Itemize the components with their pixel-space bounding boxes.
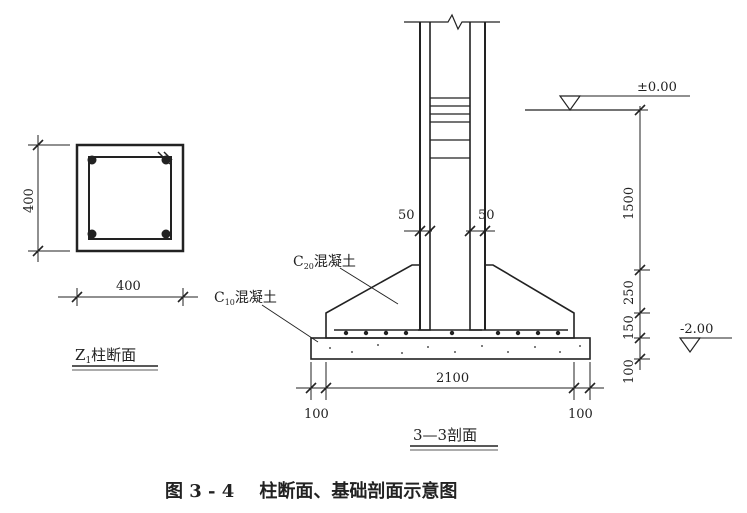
offset-dimension-right (464, 225, 495, 237)
elevation-dim-250: 250 (622, 280, 637, 305)
concrete-upper-main: C (293, 254, 304, 270)
concrete-upper-sub: 20 (304, 262, 314, 271)
offset-dimension-left (404, 225, 436, 237)
column-rebar-hook-left (418, 322, 431, 331)
foundation-section-title: 3—3剖面 (413, 426, 477, 444)
concrete-lower-main: C (214, 290, 225, 306)
column-outline (75, 143, 185, 253)
footing-outline (325, 264, 575, 339)
rebar-dots (343, 330, 561, 336)
column-width-label: 400 (116, 279, 141, 294)
concrete-lower-sub: 10 (225, 298, 235, 307)
offset-left-label: 50 (398, 208, 415, 223)
slab-hatch-dots (329, 344, 581, 354)
lean-concrete-slab (310, 337, 591, 360)
base-level-marker (678, 337, 732, 354)
left-edge-label: 100 (304, 407, 329, 422)
column-height-dimension (28, 135, 70, 262)
column-title-sub: 1 (85, 356, 91, 366)
elevation-dim-1500: 1500 (622, 187, 637, 220)
break-line (404, 13, 500, 31)
stirrup-hook (157, 151, 173, 165)
column-rebar (161, 229, 171, 239)
right-edge-label: 100 (568, 407, 593, 422)
column-rebar (87, 155, 97, 165)
ground-elevation-label: ±0.00 (637, 80, 677, 95)
concrete-upper-leader (339, 267, 399, 305)
ground-level-marker (525, 95, 690, 112)
elevation-dimension-chain (634, 104, 650, 370)
column-section-title: Z1柱断面 (75, 346, 136, 366)
elevation-dim-150: 150 (622, 315, 637, 340)
column-rebar-hook-right (469, 322, 482, 331)
concrete-lower-rest: 混凝土 (235, 290, 277, 306)
column-section (75, 143, 185, 253)
width-dimension (296, 362, 604, 400)
figure-caption: 图 3 - 4 柱断面、基础剖面示意图 (165, 480, 457, 502)
concrete-lower-leader (261, 304, 319, 343)
offset-right-label: 50 (478, 208, 495, 223)
column-title-rest: 柱断面 (91, 346, 136, 364)
column-height-label: 400 (22, 188, 37, 213)
concrete-upper-rest: 混凝土 (314, 254, 356, 270)
column-rebar (87, 229, 97, 239)
base-elevation-label: -2.00 (680, 322, 713, 337)
column-width-dimension (58, 288, 198, 306)
column-stirrup (88, 156, 172, 240)
total-width-label: 2100 (436, 371, 469, 386)
concrete-upper-label: C20混凝土 (293, 254, 356, 271)
elevation-dim-100: 100 (622, 359, 637, 384)
foundation-section (310, 13, 591, 360)
concrete-lower-label: C10混凝土 (214, 290, 277, 307)
column-title-main: Z (75, 346, 85, 364)
